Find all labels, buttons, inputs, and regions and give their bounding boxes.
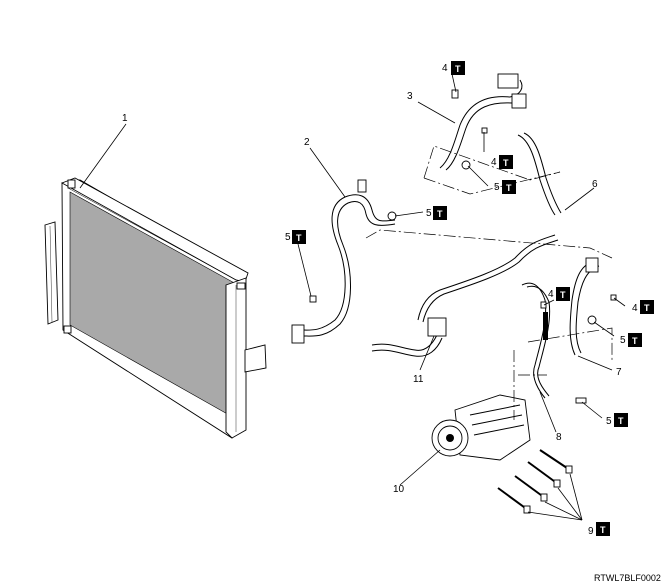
callout-3: 3 [407,91,413,102]
callout-4a: 4 [442,63,448,74]
callout-7: 7 [616,367,622,378]
svg-text:T: T [560,290,566,300]
torque-badge: T [628,333,642,347]
svg-text:T: T [503,158,509,168]
torque-badges: T T T T T T T T [292,61,654,536]
assembly-lines [365,145,613,420]
callout-4d: 4 [632,303,638,314]
svg-text:T: T [437,209,443,219]
callout-1: 1 [122,113,128,124]
callout-4b: 4 [491,157,497,168]
line-3 [439,73,527,171]
svg-text:T: T [296,233,302,243]
callout-6: 6 [592,179,598,190]
leader-lines [79,73,626,521]
callout-8: 8 [556,432,562,443]
torque-badge: T [451,61,465,75]
callout-labels: 1 2 3 4 4 4 4 5 5 5 5 5 6 7 8 9 10 11 [122,63,638,537]
line-6 [517,132,562,216]
svg-text:T: T [644,303,650,313]
torque-badge: T [640,300,654,314]
svg-text:T: T [600,525,606,535]
callout-5e: 5 [606,416,612,427]
svg-text:T: T [506,183,512,193]
hose-2 [291,179,396,344]
compressor-bolts [497,449,573,514]
callout-5c: 5 [285,232,291,243]
reference-code: RTWL7BLF000201 [594,573,661,583]
torque-badge: T [499,155,513,169]
torque-badge: T [614,413,628,427]
svg-text:T: T [455,64,461,74]
compressor [431,394,531,461]
callout-2: 2 [304,137,310,148]
svg-text:T: T [618,416,624,426]
hose-7 [569,257,600,356]
svg-text:T: T [632,336,638,346]
torque-badge: T [292,230,306,244]
fasteners [309,89,617,404]
torque-badge: T [556,287,570,301]
line-11 [371,234,559,357]
torque-badge: T [596,522,610,536]
callout-5b: 5 [426,208,432,219]
torque-badge: T [502,180,516,194]
callout-9: 9 [588,526,594,537]
condenser-assembly [44,177,267,439]
callout-11: 11 [413,374,424,385]
line-8 [521,282,551,399]
callout-10: 10 [393,484,405,495]
callout-5a: 5 [494,182,500,193]
callout-4c: 4 [548,289,554,300]
callout-5d: 5 [620,335,626,346]
torque-badge: T [433,206,447,220]
